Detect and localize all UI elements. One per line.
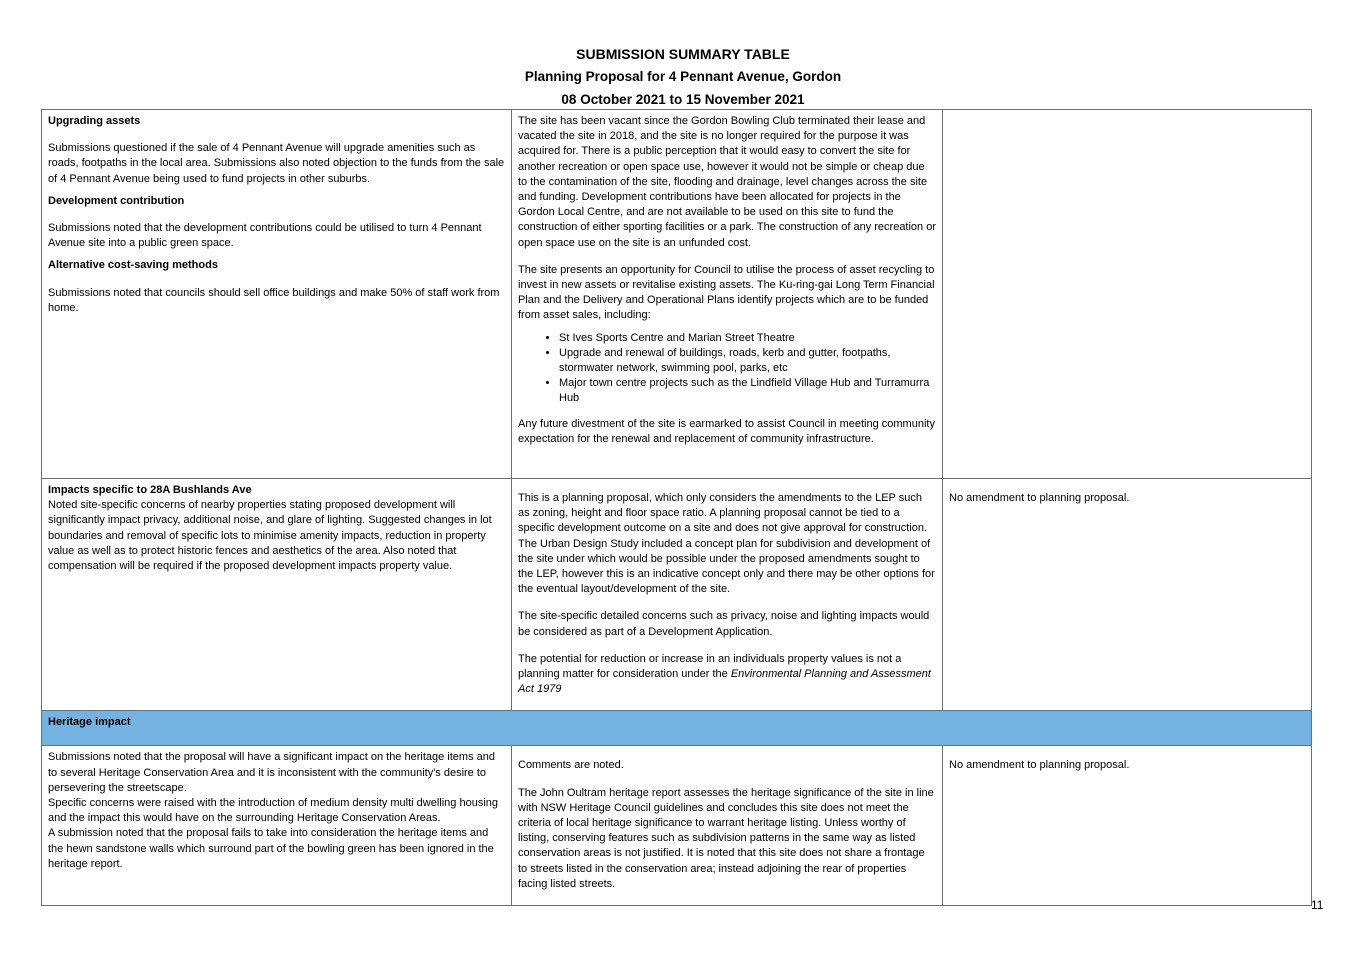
table-row-heritage-impact: Submissions noted that the proposal will…	[41, 745, 1312, 907]
response-paragraph: The site presents an opportunity for Cou…	[518, 263, 935, 322]
issue-heading-alternative-cost-saving: Alternative cost-saving methods	[48, 259, 218, 272]
response-cell: The site has been vacant since the Gordo…	[511, 109, 943, 479]
issue-text-alternative-cost-saving: Submissions noted that councils should s…	[48, 286, 500, 314]
issue-text-heritage: Specific concerns were raised with the i…	[48, 797, 499, 825]
issue-text-heritage: Submissions noted that the proposal will…	[48, 751, 495, 794]
issue-heading-bushlands-ave: Impacts specific to 28A Bushlands Ave	[48, 484, 252, 496]
response-cell: Comments are noted. The John Oultram her…	[511, 745, 943, 907]
document-subtitle: Planning Proposal for 4 Pennant Avenue, …	[524, 69, 842, 84]
issue-heading-development-contribution: Development contribution	[48, 194, 185, 207]
section-title: Heritage impact	[48, 716, 131, 729]
response-text: The potential for reduction or increase …	[518, 652, 902, 681]
outcome-cell: No amendment to planning proposal.	[942, 745, 1312, 907]
submission-summary-table: Upgrading assets Submissions questioned …	[41, 109, 1312, 907]
submission-cell: Impacts specific to 28A Bushlands Ave No…	[41, 477, 512, 712]
document-dates: 08 October 2021 to 15 November 2021	[561, 92, 805, 107]
funded-projects-list: St Ives Sports Centre and Marian Street …	[518, 331, 936, 407]
response-paragraph: Comments are noted.	[518, 759, 624, 772]
response-paragraph: The John Oultram heritage report assesse…	[518, 786, 934, 890]
issue-heading-upgrading-assets: Upgrading assets	[48, 115, 141, 127]
section-heading-cell: Heritage impact	[41, 710, 1312, 747]
outcome-cell	[942, 109, 1312, 479]
section-band-heritage-impact: Heritage impact	[41, 710, 1312, 747]
list-item: Major town centre projects such as the L…	[559, 376, 936, 406]
table-row-bushlands-ave: Impacts specific to 28A Bushlands Ave No…	[41, 477, 1312, 712]
response-paragraph: The site has been vacant since the Gordo…	[518, 115, 937, 249]
response-paragraph: The site-specific detailed concerns such…	[518, 610, 930, 638]
table-row-upgrading-assets: Upgrading assets Submissions questioned …	[41, 109, 1312, 479]
document-title: SUBMISSION SUMMARY TABLE	[576, 46, 790, 62]
act-name: Environmental Planning and Assessment Ac…	[518, 668, 931, 696]
issue-text-heritage: A submission noted that the proposal fai…	[48, 827, 494, 870]
submission-cell: Upgrading assets Submissions questioned …	[41, 109, 512, 479]
issue-text-upgrading-assets: Submissions questioned if the sale of 4 …	[48, 142, 505, 185]
response-paragraph: The potential for reduction or increase …	[518, 652, 936, 698]
outcome-text: No amendment to planning proposal.	[949, 492, 1130, 504]
list-item: St Ives Sports Centre and Marian Street …	[559, 331, 936, 346]
issue-text-development-contribution: Submissions noted that the development c…	[48, 222, 482, 250]
response-paragraph: This is a planning proposal, which only …	[518, 492, 935, 596]
response-paragraph: Any future divestment of the site is ear…	[518, 417, 935, 445]
response-cell: This is a planning proposal, which only …	[511, 477, 943, 712]
page-number: 11	[1311, 898, 1324, 912]
outcome-cell: No amendment to planning proposal.	[942, 477, 1312, 712]
submission-cell: Submissions noted that the proposal will…	[41, 745, 512, 907]
list-item: Upgrade and renewal of buildings, roads,…	[559, 346, 936, 376]
outcome-text: No amendment to planning proposal.	[949, 759, 1130, 772]
issue-text-bushlands-ave: Noted site-specific concerns of nearby p…	[48, 499, 492, 573]
